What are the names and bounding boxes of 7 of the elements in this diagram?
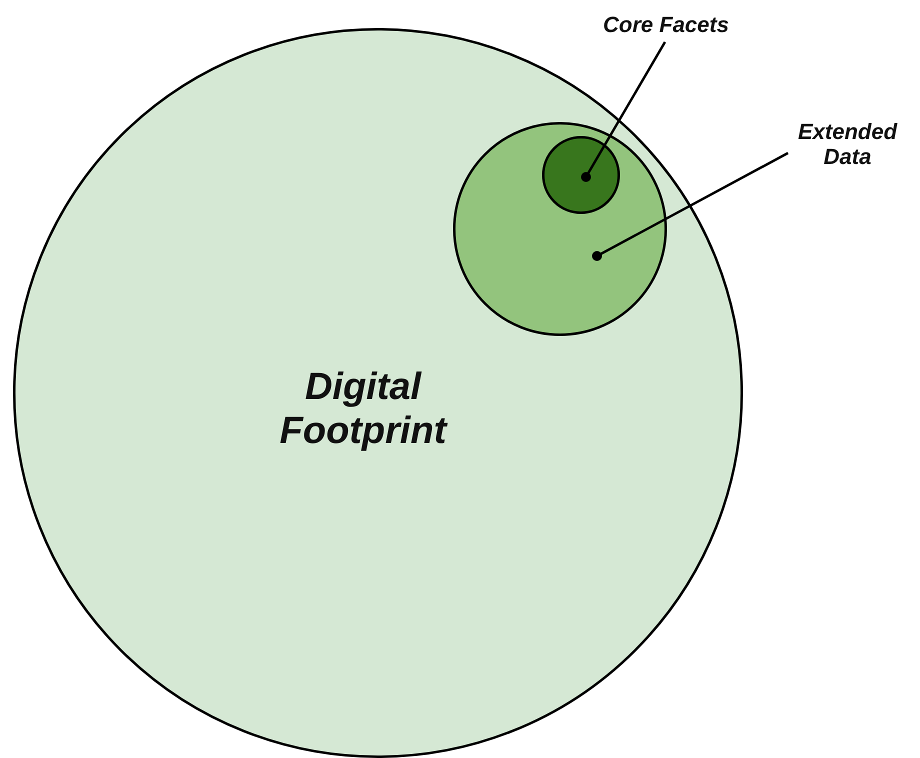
- leader-line: [592, 152, 789, 261]
- callout-label: Core Facets: [603, 12, 729, 38]
- callout-label: Extended Data: [796, 118, 898, 170]
- circle-region: [453, 122, 667, 336]
- leader-line: [581, 41, 666, 182]
- circle-region: [542, 136, 620, 214]
- region-label: Digital Footprint: [278, 366, 449, 454]
